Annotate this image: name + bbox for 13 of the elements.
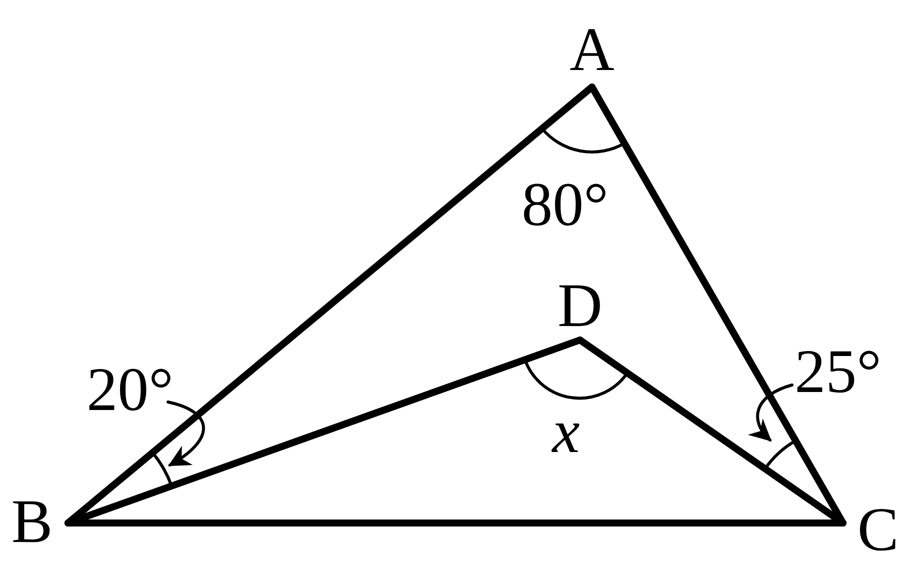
triangle-side	[64, 520, 846, 526]
leader-arrow	[166, 400, 205, 466]
leader-arrow	[748, 384, 794, 442]
vertex-label: B	[11, 491, 53, 553]
angle-label: 80°	[522, 174, 608, 236]
triangle-side	[576, 336, 846, 526]
vertex-label: A	[570, 19, 614, 81]
vertex-label: C	[857, 499, 899, 561]
triangle-side	[64, 336, 584, 526]
vertex-label: D	[558, 275, 602, 337]
angle-label: 20°	[86, 359, 174, 421]
angle-label: 25°	[794, 341, 882, 403]
angle-variable: x	[552, 401, 580, 463]
